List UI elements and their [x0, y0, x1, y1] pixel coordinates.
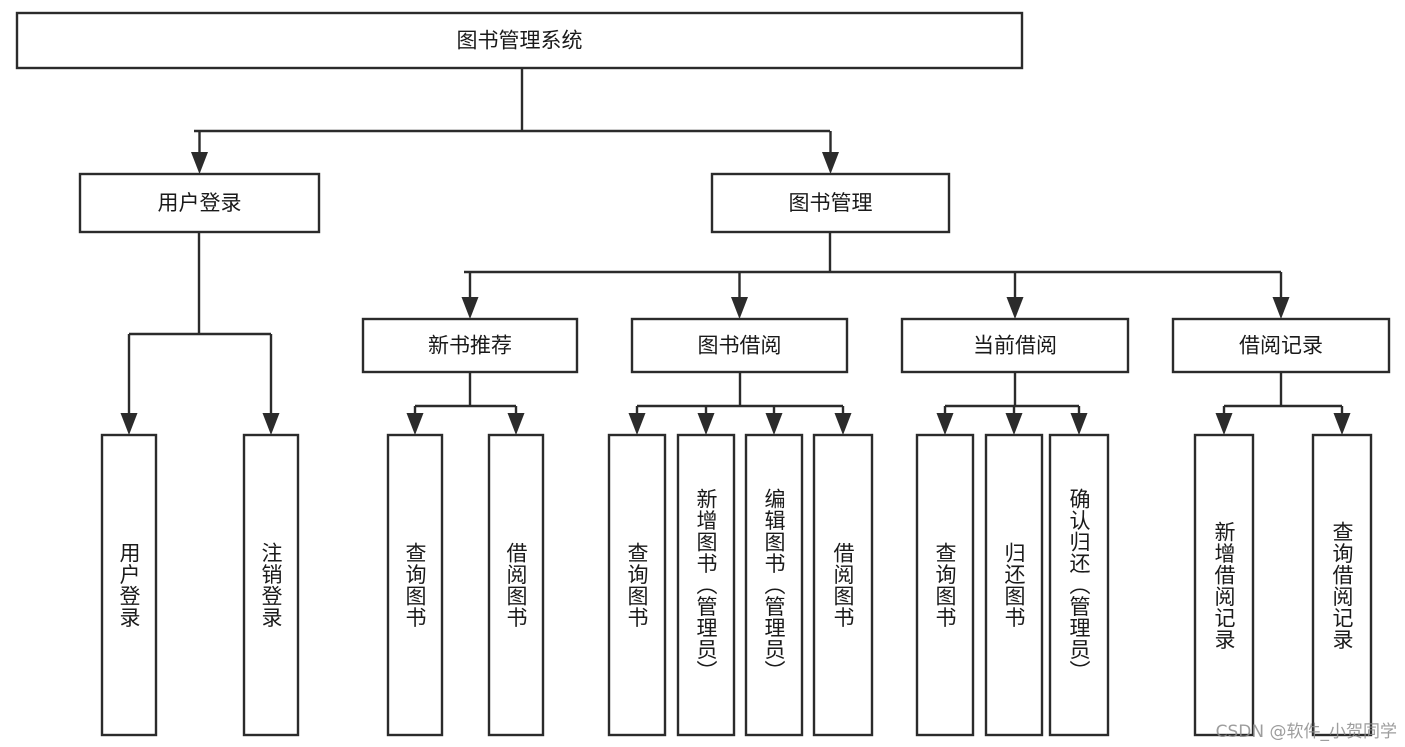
node-box-l4-nb-borrow[interactable]: [487, 433, 545, 737]
arrow-head-icon: [1005, 413, 1023, 435]
node-box-l4-cb-confirm[interactable]: [1048, 433, 1110, 737]
node-label-l3-current: 当前借阅: [973, 334, 1057, 358]
connectors-layer: [120, 68, 1351, 435]
node-label-l3-new-book: 新书推荐: [428, 334, 512, 358]
node-box-l4-rec-query[interactable]: [1311, 433, 1373, 737]
arrow-head-icon: [507, 413, 525, 435]
node-box-l3-new-book[interactable]: [361, 317, 579, 374]
arrow-head-icon: [191, 152, 208, 174]
node-label-root: 图书管理系统: [457, 29, 583, 53]
node-box-l4-cb-query[interactable]: [915, 433, 975, 737]
arrow-head-icon: [936, 413, 954, 435]
node-box-l2-user-login[interactable]: [78, 172, 321, 234]
arrow-head-icon: [628, 413, 646, 435]
arrow-head-icon: [697, 413, 715, 435]
node-box-l4-bb-add[interactable]: [676, 433, 736, 737]
node-label-l2-book-manage: 图书管理: [789, 191, 873, 215]
node-label-l3-borrow: 图书借阅: [698, 334, 782, 358]
node-box-l3-current[interactable]: [900, 317, 1130, 374]
arrow-head-icon: [120, 413, 138, 435]
node-box-root[interactable]: [15, 11, 1024, 70]
arrow-head-icon: [262, 413, 280, 435]
arrow-head-icon: [731, 297, 748, 319]
node-box-l4-bb-query[interactable]: [607, 433, 667, 737]
node-box-l2-book-manage[interactable]: [710, 172, 951, 234]
arrow-head-icon: [1272, 297, 1290, 319]
node-box-l3-borrow[interactable]: [630, 317, 849, 374]
boxes-layer: [15, 11, 1391, 737]
node-box-l4-rec-add[interactable]: [1193, 433, 1255, 737]
arrow-head-icon: [1006, 297, 1024, 319]
arrow-head-icon: [1333, 413, 1351, 435]
arrow-head-icon: [1215, 413, 1233, 435]
arrow-head-icon: [834, 413, 852, 435]
node-label-l3-record: 借阅记录: [1239, 334, 1323, 358]
node-box-l4-bb-borrow[interactable]: [812, 433, 874, 737]
arrow-head-icon: [406, 413, 424, 435]
arrow-head-icon: [765, 413, 783, 435]
node-box-l4-nb-query[interactable]: [386, 433, 444, 737]
arrow-head-icon: [822, 152, 839, 174]
node-box-l4-user-logout[interactable]: [242, 433, 300, 737]
arrow-head-icon: [461, 297, 479, 319]
node-box-l4-bb-edit[interactable]: [744, 433, 804, 737]
node-label-l2-user-login: 用户登录: [158, 191, 242, 215]
node-box-l4-cb-return[interactable]: [984, 433, 1044, 737]
node-box-l4-user-login[interactable]: [100, 433, 158, 737]
node-box-l3-record[interactable]: [1171, 317, 1391, 374]
arrow-head-icon: [1070, 413, 1088, 435]
